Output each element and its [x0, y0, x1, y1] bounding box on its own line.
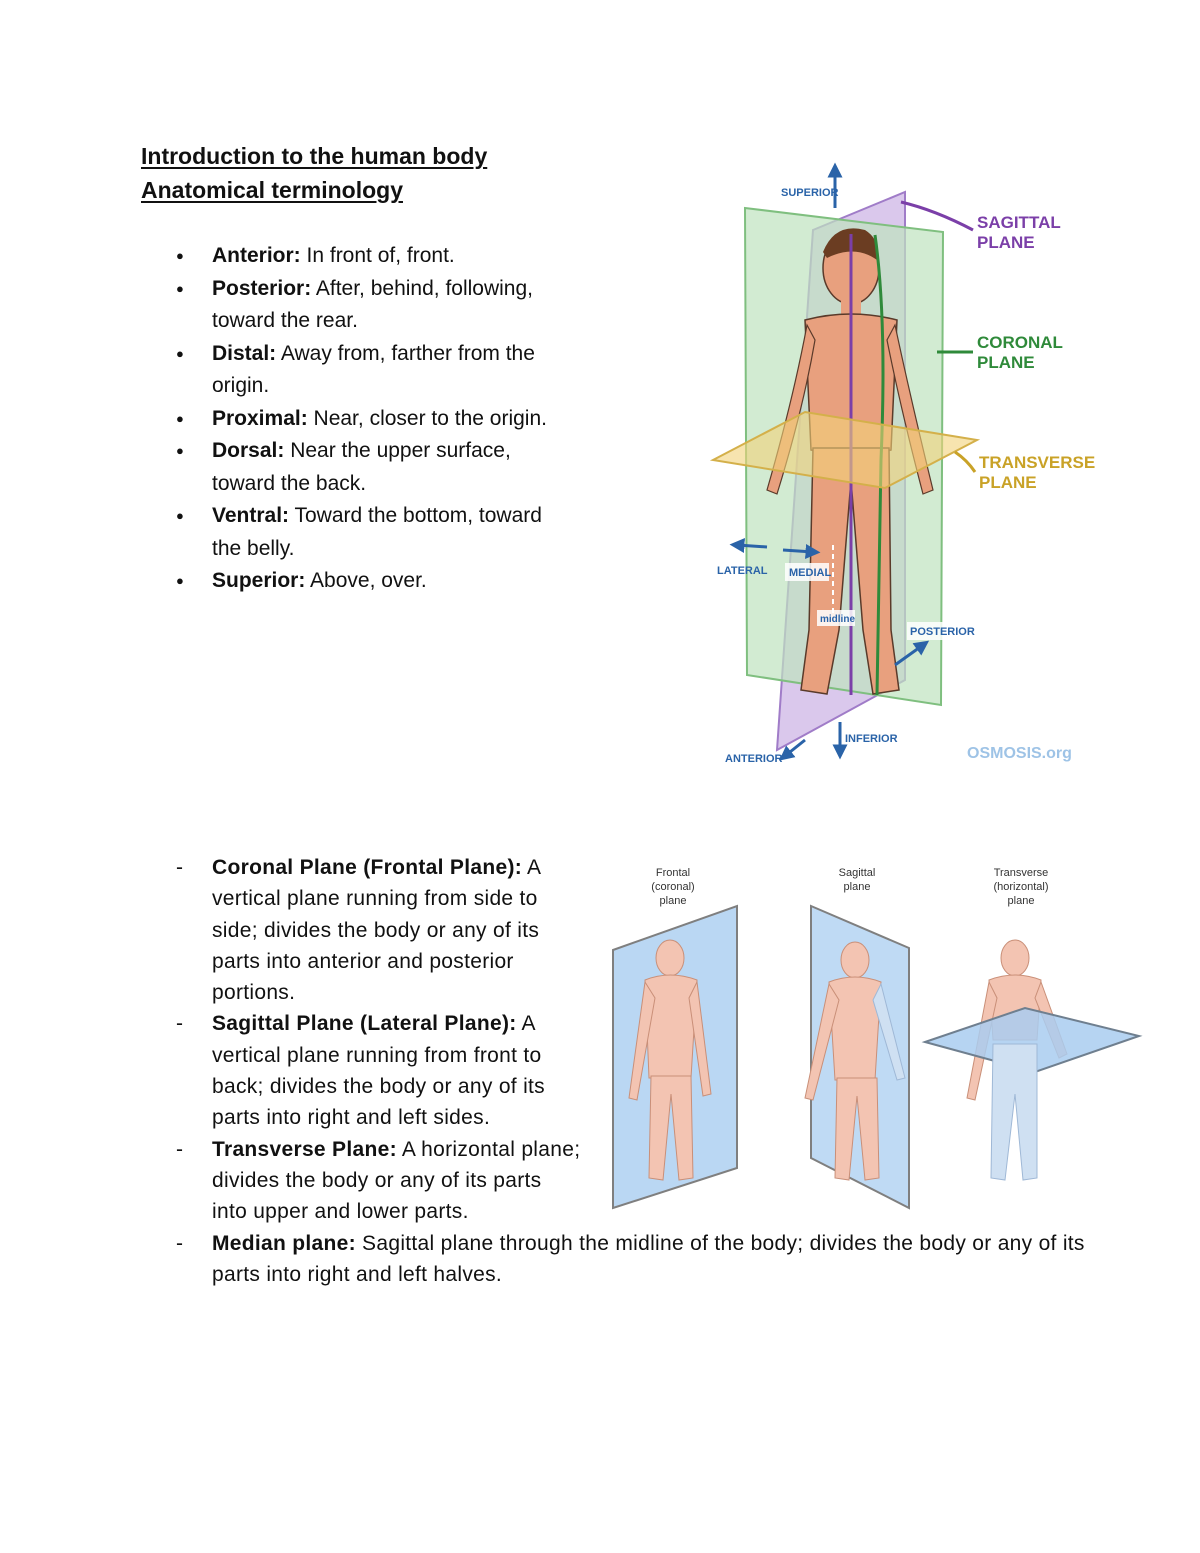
svg-text:PLANE: PLANE — [979, 473, 1037, 492]
body-planes-figure: Frontal (coronal) plane Sagittal plane T… — [612, 867, 1143, 1210]
list-item: Sagittal Plane (Lateral Plane): A vertic… — [176, 1008, 582, 1133]
label-lateral: LATERAL — [717, 565, 768, 577]
label-medial: MEDIAL — [789, 567, 831, 579]
label-superior: SUPERIOR — [781, 187, 839, 199]
label-midline: midline — [820, 614, 855, 625]
document-title: Introduction to the human body — [141, 143, 488, 169]
svg-text:PLANE: PLANE — [977, 233, 1035, 252]
label-sagittal-plane: SAGITTAL — [977, 213, 1061, 232]
document-subtitle: Anatomical terminology — [141, 177, 403, 203]
osmosis-logo: OSMOSIS.org — [967, 745, 1072, 762]
sagittal-plane-panel: Sagittal plane — [804, 867, 910, 1210]
label-coronal-plane: CORONAL — [977, 333, 1063, 352]
frontal-plane-panel: Frontal (coronal) plane — [612, 867, 738, 1210]
svg-text:Sagittal: Sagittal — [839, 867, 876, 879]
list-item: Coronal Plane (Frontal Plane): A vertica… — [176, 852, 582, 1008]
svg-text:Transverse: Transverse — [994, 867, 1049, 879]
svg-text:PLANE: PLANE — [977, 353, 1035, 372]
planes-list: Coronal Plane (Frontal Plane): A vertica… — [176, 852, 1112, 1290]
label-anterior: ANTERIOR — [725, 753, 783, 765]
list-item: Transverse Plane: A horizontal plane; di… — [176, 1134, 582, 1228]
anatomical-planes-figure: SUPERIOR SAGITTAL PLANE CORONAL PLANE TR… — [709, 162, 1095, 765]
svg-text:plane: plane — [1008, 895, 1035, 907]
list-item: Distal: Away from, farther from the orig… — [176, 338, 556, 403]
list-item: Posterior: After, behind, following, tow… — [176, 273, 556, 338]
label-posterior: POSTERIOR — [910, 626, 975, 638]
list-item: Superior: Above, over. — [176, 565, 556, 598]
transverse-plane-panel: Transverse (horizontal) plane — [921, 867, 1143, 1181]
svg-text:Frontal: Frontal — [656, 867, 690, 879]
svg-text:plane: plane — [660, 895, 687, 907]
list-item: Dorsal: Near the upper surface, toward t… — [176, 435, 556, 500]
svg-text:(coronal): (coronal) — [651, 881, 694, 893]
list-item: Proximal: Near, closer to the origin. — [176, 403, 556, 436]
list-item: Anterior: In front of, front. — [176, 240, 556, 273]
list-item: Ventral: Toward the bottom, toward the b… — [176, 500, 556, 565]
svg-text:plane: plane — [844, 881, 871, 893]
list-item: Median plane: Sagittal plane through the… — [176, 1228, 1112, 1291]
label-inferior: INFERIOR — [845, 733, 898, 745]
label-transverse-plane: TRANSVERSE — [979, 453, 1095, 472]
terms-list: Anterior: In front of, front. Posterior:… — [176, 240, 556, 598]
svg-text:(horizontal): (horizontal) — [993, 881, 1048, 893]
